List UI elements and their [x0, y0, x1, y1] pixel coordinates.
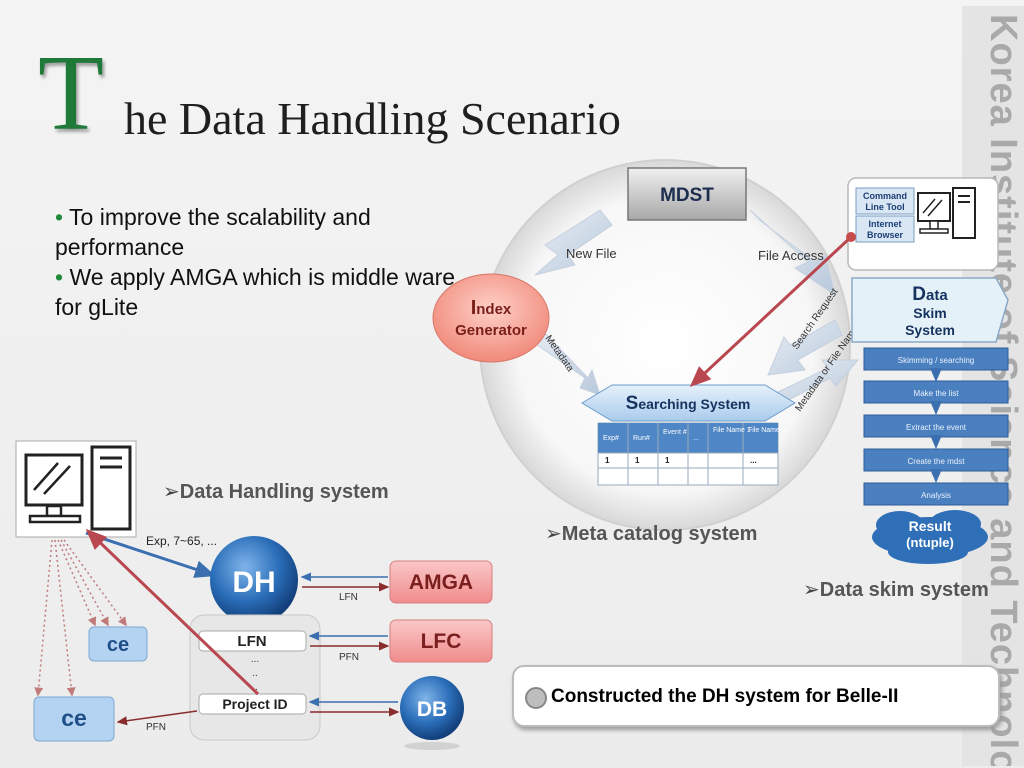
mdst-label: MDST [660, 185, 714, 206]
data-handling-label: ➢Data Handling system [163, 481, 389, 503]
data-label: Data [912, 284, 948, 305]
amga-label: AMGA [409, 571, 473, 594]
query-arrow [689, 235, 853, 388]
bullet-list: • To improve the scalability and perform… [55, 202, 465, 322]
exp-range-label: Exp, 7~65, ... [146, 534, 217, 548]
ellipsis: ... [251, 654, 259, 665]
pfn-flow-label: PFN [339, 652, 359, 663]
project-id-label: Project ID [222, 696, 287, 712]
file-access-label: File Access [758, 248, 824, 263]
svg-text:Make the list: Make the list [914, 389, 960, 398]
lfc-label: LFC [421, 630, 462, 653]
table-header: Run# [633, 435, 650, 442]
result-label: Result [909, 518, 952, 534]
ntuple-label: (ntuple) [906, 535, 954, 550]
amga-box [389, 560, 493, 604]
table-cell: 1 [665, 456, 670, 465]
ellipsis: .. [252, 668, 258, 679]
bullet-item: • We apply AMGA which is middle ware for… [55, 264, 456, 320]
bullet-item: • To improve the scalability and perform… [55, 204, 371, 260]
svg-text:Extract the event: Extract the event [906, 423, 967, 432]
bullet-circle-icon [525, 687, 547, 709]
conclusion-box: Constructed the DH system for Belle-II [512, 665, 1000, 727]
metadata-arrow [529, 327, 601, 396]
skim-steps: Skimming / searching Make the list Extra… [863, 347, 1009, 506]
index-label: Index [471, 297, 512, 319]
table-header: File Name 2 [748, 427, 786, 434]
metadata-file-arrow [777, 359, 860, 403]
dotted-arrow [60, 539, 109, 627]
page-title: he Data Handling Scenario [124, 93, 621, 144]
data-skim-system-box [851, 277, 1009, 343]
ce-box-large [33, 696, 115, 742]
dotted-arrow [34, 539, 53, 697]
dotted-arrow [63, 539, 127, 627]
table-header: File Name 1 [713, 427, 751, 434]
return-arrow [85, 528, 260, 696]
skim-step [863, 482, 1009, 506]
lfn-label: LFN [237, 633, 266, 650]
ellipsis: .. [252, 682, 258, 693]
pfn-ce-label: PFN [146, 722, 166, 733]
internet-browser-box [855, 215, 915, 243]
ce-label: ce [107, 634, 129, 656]
table-cell: 1 [605, 456, 610, 465]
db-sphere [400, 676, 464, 740]
table-header: ... [693, 435, 699, 442]
desktop-computer-icon [24, 445, 132, 531]
title-initial: T [38, 34, 104, 153]
searching-system-label: Searching System [626, 393, 751, 414]
bullet-dot: • [55, 264, 70, 290]
new-file-label: New File [566, 246, 617, 261]
query-arrow-origin [846, 232, 856, 242]
command-line-tool-box [855, 187, 915, 215]
search-table: Exp# Run# Event # ... File Name 1 File N… [597, 422, 786, 486]
system-label: System [905, 322, 955, 338]
lfn-box [198, 630, 307, 652]
data-skim-label: ➢Data skim system [803, 579, 989, 601]
conclusion-text: Constructed the DH system for Belle-II [551, 686, 899, 707]
ce-label: ce [61, 705, 87, 731]
file-access-arrow [749, 209, 836, 297]
svg-text:Analysis: Analysis [921, 491, 951, 500]
table-cell: ... [750, 456, 757, 465]
ce-box-small [88, 626, 148, 662]
db-label: DB [417, 698, 447, 721]
mdst-box [627, 167, 747, 221]
lfc-box [389, 619, 493, 663]
svg-text:Create the mdst: Create the mdst [908, 457, 966, 466]
pfn-to-ce-arrow [116, 710, 198, 726]
skim-label: Skim [913, 305, 946, 321]
new-file-arrow [534, 209, 613, 276]
svg-text:Skimming / searching: Skimming / searching [898, 356, 974, 365]
meta-catalog-label: ➢Meta catalog system [545, 523, 758, 545]
searching-system-box [581, 384, 796, 422]
computer-icon [917, 187, 976, 239]
search-request-arrow [767, 319, 843, 376]
dh-sphere [210, 536, 298, 624]
lfn-flow-label: LFN [339, 592, 358, 603]
result-cloud: Result (ntuple) [872, 510, 988, 564]
project-id-box [198, 693, 307, 715]
dh-label: DH [232, 566, 275, 599]
table-header: Exp# [603, 435, 619, 442]
generator-label: Generator [455, 322, 527, 339]
dotted-arrow [57, 539, 97, 627]
dotted-arrow [54, 539, 76, 697]
index-generator [432, 273, 550, 363]
bullet-dot: • [55, 204, 70, 230]
table-cell: 1 [635, 456, 640, 465]
table-header: Event # [663, 429, 687, 436]
